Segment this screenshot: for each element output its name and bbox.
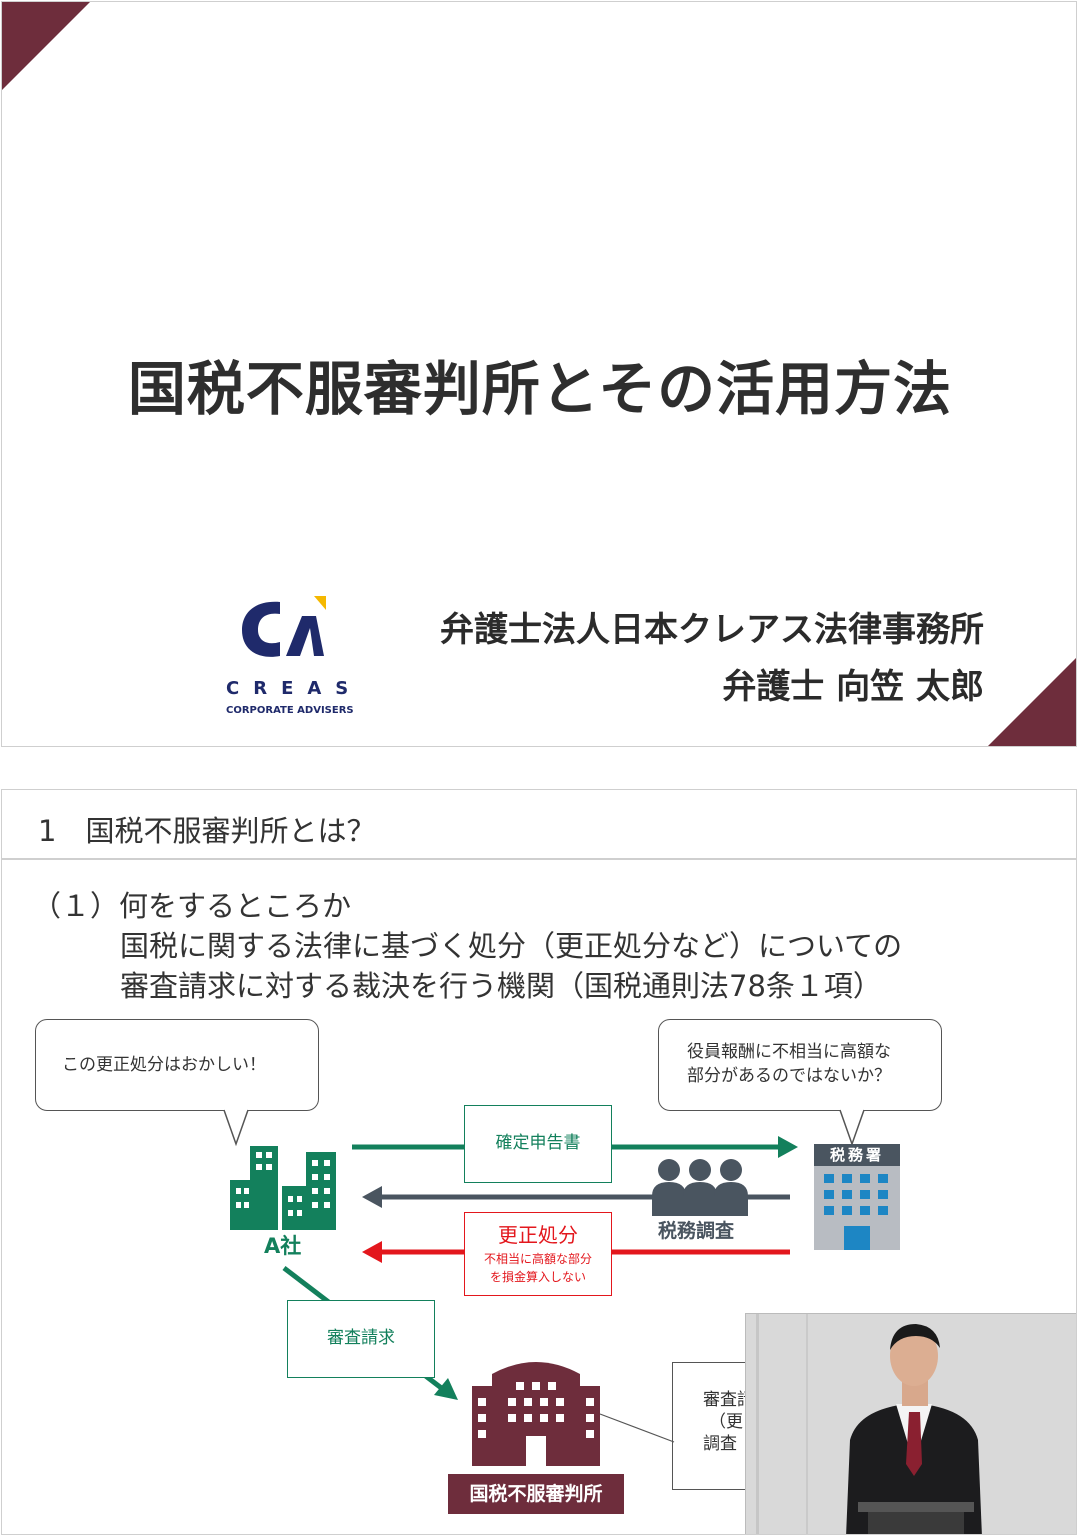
- cut-callout-line-3: 調査: [703, 1434, 737, 1454]
- content-slide: 1 国税不服審判所とは？ （１）何をするところか 国税に関する法律に基づく処分（…: [1, 789, 1077, 1535]
- tax-office-speech-bubble: 役員報酬に不相当に高額な 部分があるのではないか？: [658, 1019, 942, 1111]
- cut-callout-line-1: 審査請: [703, 1390, 754, 1410]
- tax-office-sign: 税務署: [814, 1144, 900, 1166]
- title-slide: 国税不服審判所とその活用方法 CREAS CORPORATE ADVISERS …: [1, 1, 1077, 747]
- tribunal-building-icon: [472, 1362, 600, 1466]
- correction-sub-1: 不相当に高額な部分: [483, 1252, 592, 1266]
- subheading: （１）何をするところか: [32, 889, 352, 923]
- appeal-note: 審査請求: [287, 1300, 435, 1378]
- heading-divider: [2, 858, 1076, 860]
- tax-return-note: 確定申告書: [464, 1105, 612, 1183]
- appeal-text: 審査請求: [327, 1328, 395, 1348]
- callout-line: [599, 1413, 675, 1443]
- body-line-1: 国税に関する法律に基づく処分（更正処分など）についての: [120, 929, 903, 963]
- correction-note: 更正処分 不相当に高額な部分 を損金算入しない: [464, 1212, 612, 1296]
- tribunal-label: 国税不服審判所: [448, 1474, 624, 1514]
- company-speech-text: この更正処分はおかしい！: [62, 1055, 266, 1075]
- firm-name: 弁護士法人日本クレアス法律事務所: [440, 610, 984, 650]
- corner-accent-bottom-right: [988, 658, 1076, 746]
- tax-office-speech-line-2: 部分があるのではないか？: [687, 1066, 891, 1086]
- slide-heading: 1 国税不服審判所とは？: [38, 814, 376, 848]
- correction-title: 更正処分: [498, 1223, 578, 1247]
- logo-wordmark: CREAS: [226, 678, 363, 699]
- body-line-2: 審査請求に対する裁決を行う機関（国税通則法78条１項）: [120, 969, 882, 1003]
- presentation-title: 国税不服審判所とその活用方法: [127, 355, 953, 423]
- logo-subtitle: CORPORATE ADVISERS: [226, 705, 354, 716]
- presenter-video[interactable]: [745, 1313, 1076, 1534]
- bubble-tail-left: [223, 1108, 249, 1147]
- company-speech-bubble: この更正処分はおかしい！: [35, 1019, 319, 1111]
- tax-auditors-icon: [652, 1159, 748, 1216]
- corner-accent-top-left: [2, 2, 90, 90]
- creas-logo-icon: [242, 596, 326, 657]
- audit-label: 税務調査: [658, 1220, 735, 1242]
- presenter-figure: [746, 1314, 1076, 1534]
- tax-office-building-icon: [814, 1166, 900, 1250]
- cut-callout-line-2: （更: [709, 1412, 743, 1432]
- company-building-icon: [230, 1146, 336, 1230]
- tax-return-text: 確定申告書: [495, 1133, 581, 1153]
- company-label: A社: [264, 1234, 302, 1258]
- tax-office-speech-line-1: 役員報酬に不相当に高額な: [687, 1042, 891, 1062]
- speaker-name: 弁護士 向笠 太郎: [722, 667, 984, 707]
- correction-sub-2: を損金算入しない: [489, 1270, 586, 1284]
